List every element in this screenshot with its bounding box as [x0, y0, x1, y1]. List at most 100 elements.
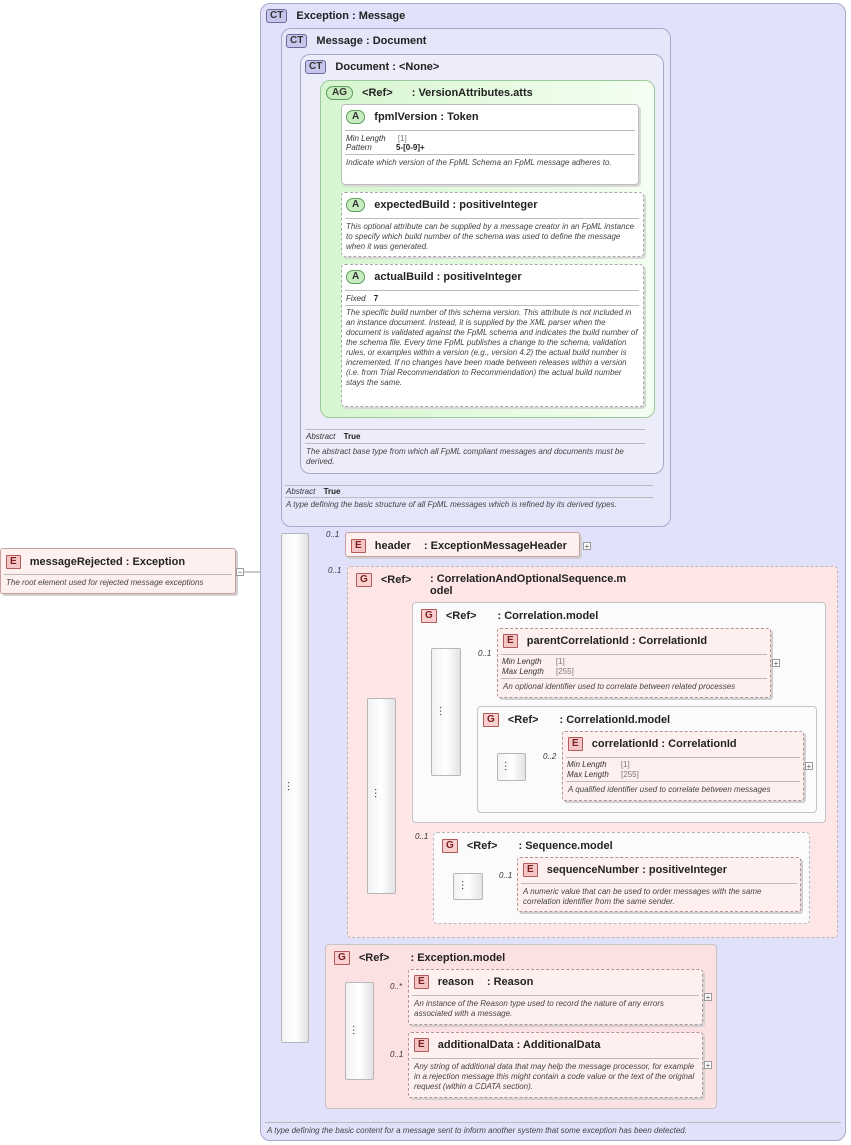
sequence-compositor-correlation-model[interactable]: ⫶: [431, 648, 461, 776]
divider: [501, 654, 767, 655]
divider: [521, 883, 797, 884]
divider: [4, 574, 232, 575]
sequence-compositor-correlation[interactable]: ⫶: [367, 698, 396, 894]
sequence-compositor-correlationid-model[interactable]: ⫶: [497, 753, 526, 781]
sequence-icon: ⫶: [374, 787, 378, 801]
expand-button[interactable]: +: [704, 1061, 712, 1070]
sequence-compositor-exception-model[interactable]: ⫶: [345, 982, 374, 1080]
element-reason[interactable]: E reason : Reason An instance of the Rea…: [408, 969, 703, 1025]
attribute-doc: This optional attribute can be supplied …: [346, 222, 635, 251]
element-name: parentCorrelationId: [526, 634, 629, 647]
facet-max-length: Max Length [255]: [567, 770, 639, 779]
attribute-name: actualBuild: [374, 270, 434, 283]
facet-fixed: Fixed 7: [346, 294, 378, 303]
sequence-icon: ⫶: [287, 780, 291, 794]
abstract-facet: Abstract True: [286, 487, 340, 496]
divider: [305, 429, 645, 430]
multiplicity-label: 0..1: [415, 832, 429, 841]
expand-button[interactable]: +: [583, 542, 591, 551]
group-tag: G: [483, 713, 499, 727]
element-header[interactable]: E header : ExceptionMessageHeader: [345, 532, 580, 557]
divider: [412, 995, 699, 996]
ref-label: <Ref>: [358, 951, 390, 964]
complex-type-base: <None>: [398, 60, 440, 73]
element-tag: E: [568, 737, 583, 751]
facet-label: Pattern: [346, 143, 372, 152]
element-tag: E: [414, 1038, 429, 1052]
element-title: E parentCorrelationId : CorrelationId: [503, 634, 707, 648]
expand-button[interactable]: +: [704, 993, 712, 1002]
element-sequencenumber[interactable]: E sequenceNumber : positiveInteger A num…: [517, 857, 801, 912]
expand-button[interactable]: +: [772, 659, 780, 668]
ref-label: <Ref>: [380, 573, 412, 586]
group-tag: G: [421, 609, 437, 623]
abstract-label: Abstract: [306, 432, 336, 441]
element-type: ExceptionMessageHeader: [430, 539, 567, 552]
abstract-value: True: [343, 432, 361, 441]
element-parentcorrelationid[interactable]: E parentCorrelationId : CorrelationId Mi…: [497, 628, 771, 698]
facet-min-length: Min Length [1]: [346, 134, 407, 143]
divider: [345, 154, 635, 155]
complex-type-tag: CT: [305, 60, 327, 74]
divider: [345, 130, 635, 131]
attribute-actualbuild[interactable]: A actualBuild : positiveInteger Fixed 7 …: [341, 264, 644, 407]
multiplicity-label: 0..1: [390, 1050, 404, 1059]
sequence-icon: ⫶: [504, 760, 508, 774]
element-tag: E: [6, 555, 21, 569]
divider: [566, 781, 800, 782]
divider: [412, 1058, 699, 1059]
expand-button[interactable]: +: [805, 762, 813, 771]
element-additionaldata[interactable]: E additionalData : AdditionalData Any st…: [408, 1032, 703, 1098]
attribute-type: positiveInteger: [443, 270, 522, 283]
element-doc: A numeric value that can be used to orde…: [523, 887, 762, 906]
attribute-expectedbuild[interactable]: A expectedBuild : positiveInteger This o…: [341, 192, 644, 257]
attribute-fpmlversion[interactable]: A fpmlVersion : Token Min Length [1] Pat…: [341, 104, 639, 185]
multiplicity-label: 0..1: [499, 871, 513, 880]
group-title: G <Ref> : CorrelationId.model: [483, 713, 670, 727]
group-title: G <Ref> : CorrelationAndOptionalSequence…: [356, 573, 646, 597]
attribute-name: fpmlVersion: [374, 110, 438, 123]
element-title: E reason : Reason: [414, 975, 533, 989]
group-tag: G: [356, 573, 372, 587]
group-name: CorrelationAndOptionalSequence.m odel: [430, 573, 627, 597]
complex-type-tag: CT: [286, 34, 308, 48]
group-name: Sequence.model: [525, 839, 613, 852]
element-title: E correlationId : CorrelationId: [568, 737, 737, 751]
attribute-tag: A: [346, 270, 366, 284]
element-name: reason: [437, 975, 474, 988]
attribute-group-title: AG <Ref> : VersionAttributes.atts: [326, 86, 533, 100]
element-title: E messageRejected : Exception: [6, 555, 185, 569]
divider: [345, 218, 639, 219]
group-name: CorrelationId.model: [566, 713, 671, 726]
collapse-button[interactable]: −: [236, 568, 244, 577]
complex-type-name: Message: [316, 34, 363, 47]
divider: [345, 305, 639, 306]
ref-label: <Ref>: [507, 713, 539, 726]
element-correlationid[interactable]: E correlationId : CorrelationId Min Leng…: [562, 731, 804, 801]
root-element-messagerejected[interactable]: E messageRejected : Exception The root e…: [0, 548, 236, 594]
group-title: G <Ref> : Correlation.model: [421, 609, 598, 623]
element-doc: An optional identifier used to correlate…: [503, 682, 736, 691]
divider: [345, 290, 639, 291]
sequence-compositor-outer[interactable]: ⫶: [281, 533, 309, 1043]
attribute-type: positiveInteger: [459, 198, 538, 211]
group-tag: G: [334, 951, 350, 965]
multiplicity-label: 0..1: [478, 649, 492, 658]
element-type: Reason: [493, 975, 534, 988]
element-doc: The root element used for rejected messa…: [6, 578, 204, 587]
element-name: messageRejected: [29, 555, 123, 568]
facet-label: Min Length: [567, 760, 607, 769]
ref-label: <Ref>: [362, 86, 393, 99]
element-tag: E: [523, 863, 538, 877]
complex-type-message-title: CT Message : Document: [286, 34, 426, 48]
element-doc: An instance of the Reason type used to r…: [414, 999, 664, 1018]
element-name: sequenceNumber: [546, 863, 640, 876]
exception-doc: A type defining the basic content for a …: [267, 1126, 687, 1135]
group-name: Exception.model: [417, 951, 506, 964]
sequence-compositor-sequence-model[interactable]: ⫶: [453, 873, 483, 900]
ref-label: <Ref>: [466, 839, 498, 852]
message-doc: A type defining the basic structure of a…: [286, 500, 617, 509]
complex-type-base: Message: [358, 9, 406, 22]
document-doc: The abstract base type from which all Fp…: [306, 447, 624, 466]
facet-value: [255]: [556, 667, 574, 676]
